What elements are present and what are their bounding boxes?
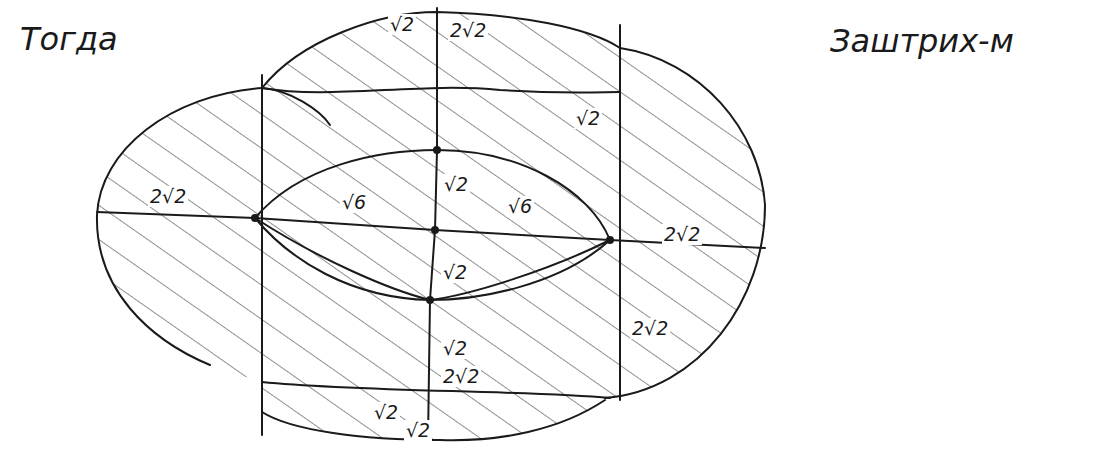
dimension-label: √2 — [388, 14, 416, 35]
dimension-label: √2 — [441, 338, 469, 359]
dimension-label: √2 — [441, 262, 469, 283]
axis-line — [97, 212, 765, 248]
dimension-label: 2√2 — [441, 366, 481, 387]
lobe — [97, 88, 262, 365]
point — [432, 227, 438, 233]
dimension-label: √2 — [372, 402, 400, 423]
dimension-label: 2√2 — [448, 20, 488, 41]
point — [252, 215, 258, 221]
arc — [262, 12, 620, 88]
edge-line — [619, 25, 621, 400]
dimension-label: √2 — [442, 174, 470, 195]
point — [434, 147, 440, 153]
sketch-stroke — [262, 88, 330, 125]
point — [427, 297, 433, 303]
chord — [255, 218, 430, 300]
arc — [262, 400, 605, 440]
dimension-label: 2√2 — [630, 318, 670, 339]
dimension-label: √2 — [574, 108, 602, 129]
axis-line — [436, 8, 438, 150]
dimension-label: √6 — [340, 192, 368, 213]
dimension-label: 2√2 — [662, 224, 702, 245]
axis-line — [435, 150, 437, 230]
dimension-label: √2 — [404, 420, 432, 441]
lobe — [605, 48, 765, 398]
axis-line — [428, 230, 435, 440]
point — [607, 237, 613, 243]
heading-note: Заштрих-м — [828, 24, 1016, 59]
chord — [430, 240, 610, 300]
dimension-label: 2√2 — [148, 186, 188, 207]
heading-note: Тогда — [18, 22, 120, 57]
dimension-label: √6 — [506, 196, 534, 217]
edge-line — [262, 382, 610, 398]
hatching — [97, 12, 765, 440]
edge-line — [262, 88, 620, 93]
